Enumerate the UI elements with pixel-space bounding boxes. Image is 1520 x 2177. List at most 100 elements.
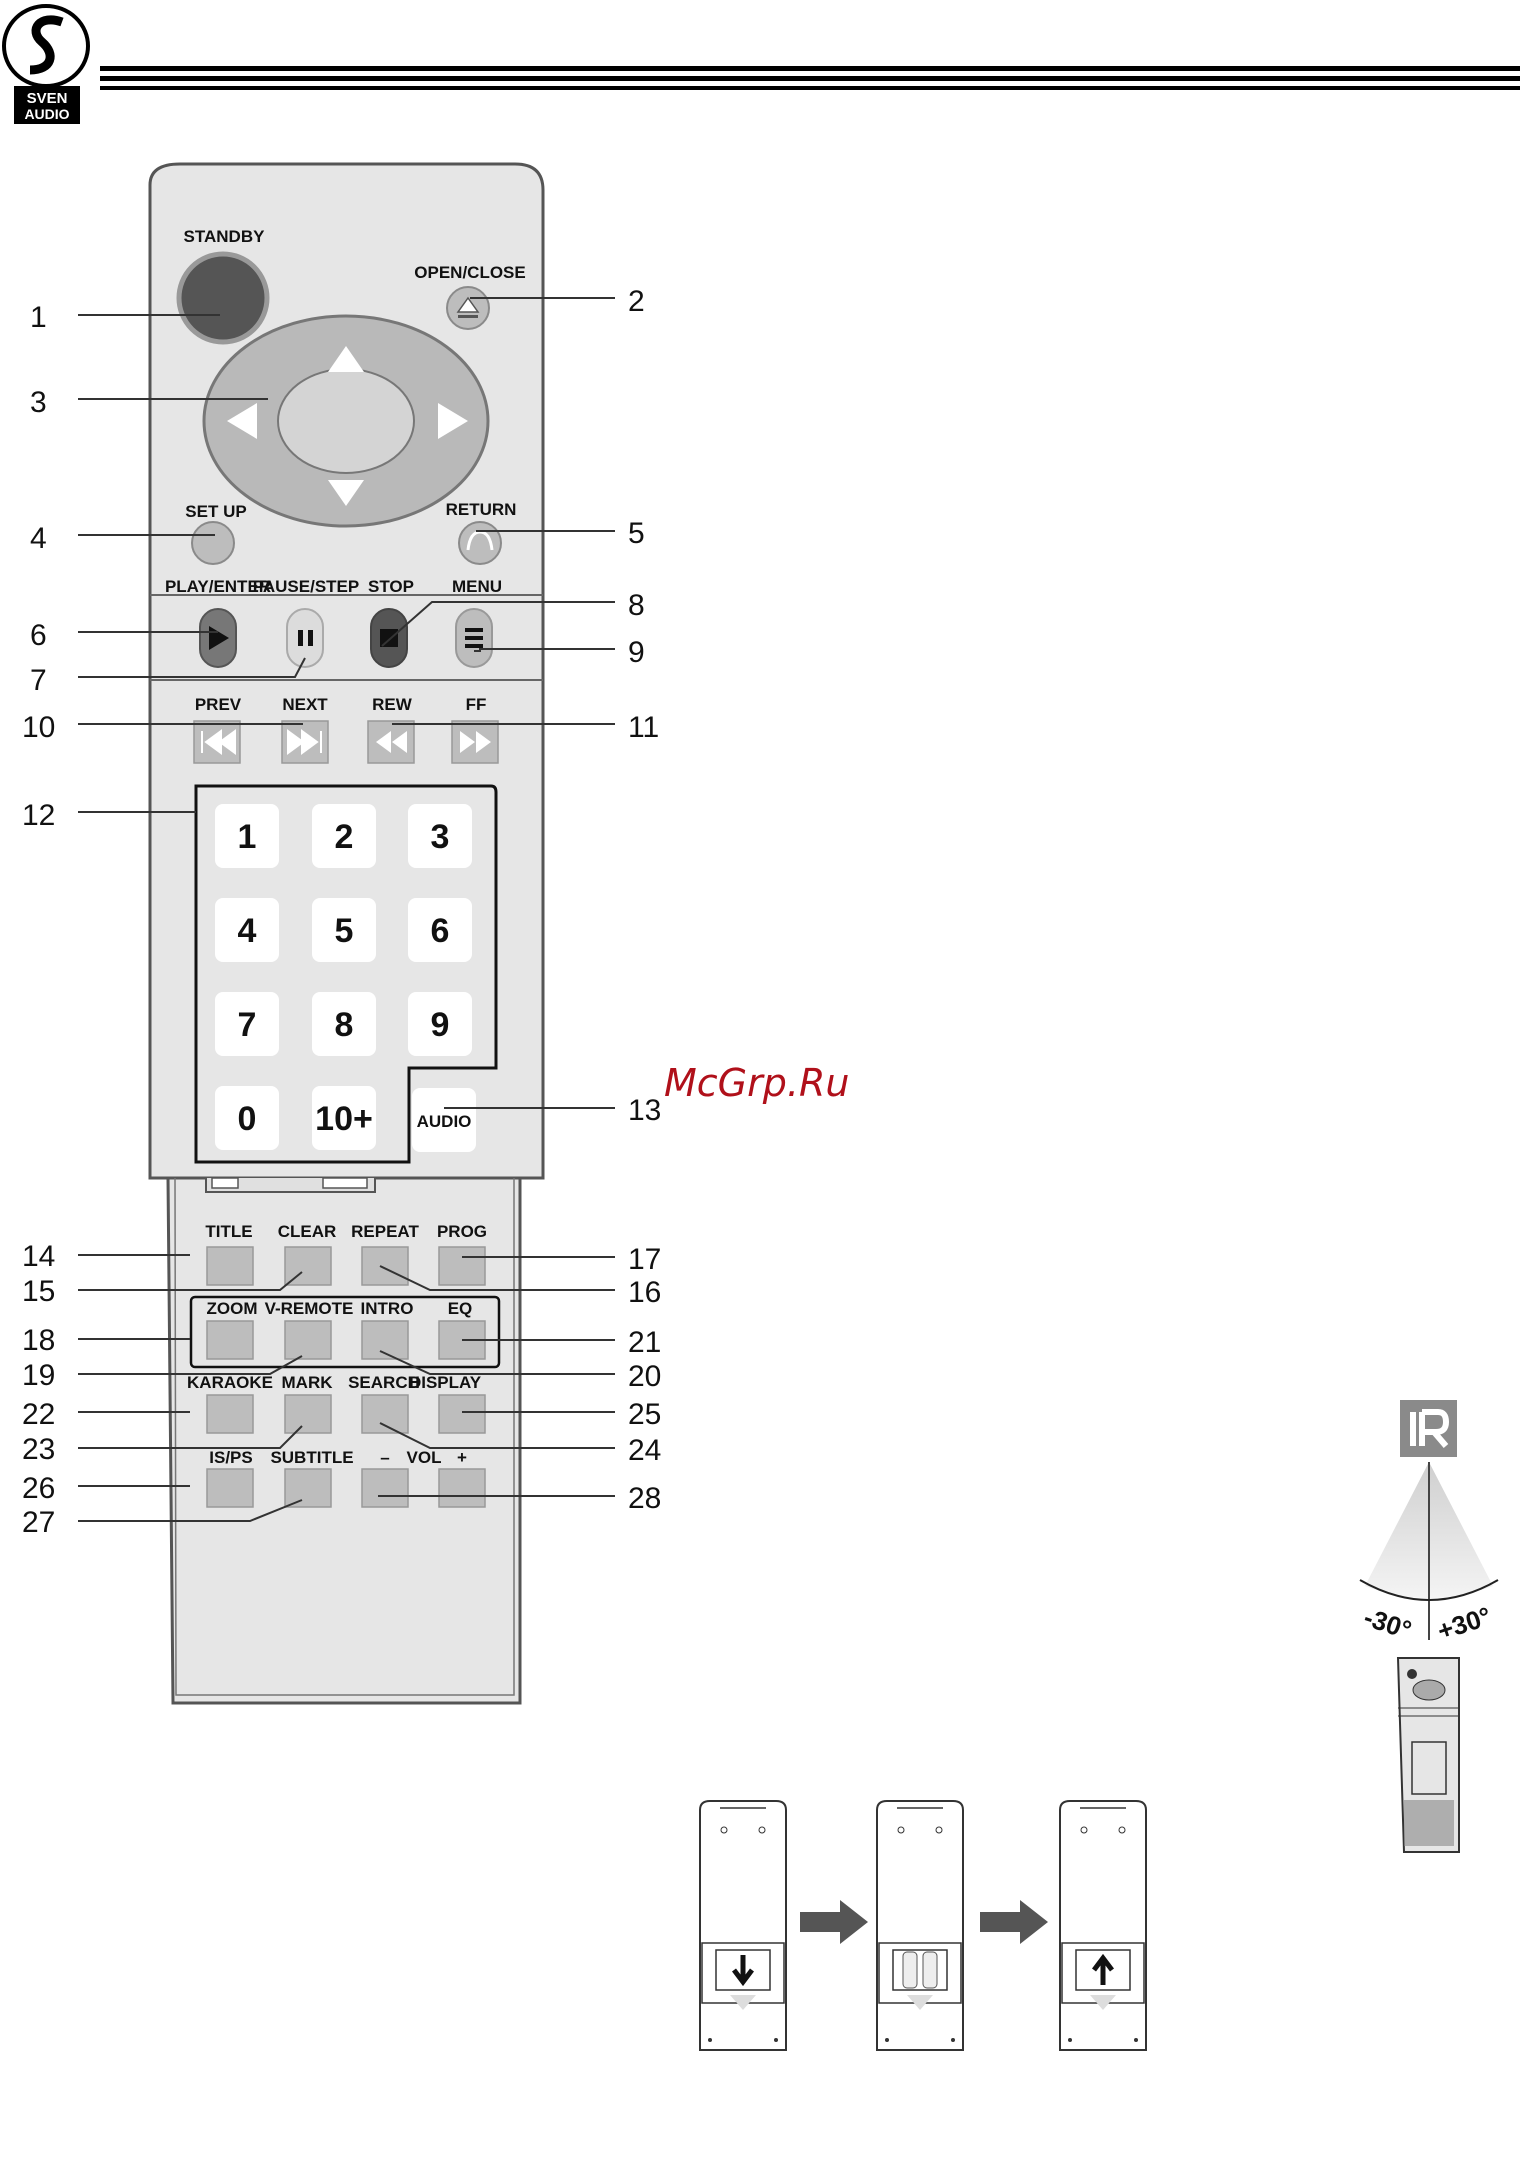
next-button[interactable] bbox=[281, 720, 329, 764]
right-arrow-button[interactable] bbox=[438, 403, 468, 439]
rew-button[interactable] bbox=[367, 720, 415, 764]
header-rule bbox=[100, 66, 1520, 90]
battery-installation-steps bbox=[699, 1800, 1147, 2051]
label-v-remote: V-REMOTE bbox=[265, 1299, 354, 1318]
digit-key-label: 8 bbox=[335, 1006, 354, 1044]
left-arrow-button[interactable] bbox=[227, 403, 257, 439]
callout-19: 19 bbox=[22, 1359, 55, 1392]
v-remote-button[interactable] bbox=[284, 1320, 332, 1360]
digit-key-label: 7 bbox=[238, 1006, 257, 1044]
watermark: McGrp.Ru bbox=[664, 1061, 849, 1105]
return-button[interactable] bbox=[458, 521, 502, 565]
pause-step-button[interactable] bbox=[286, 608, 324, 668]
callout-25: 25 bbox=[628, 1398, 661, 1431]
callout-12: 12 bbox=[22, 799, 55, 832]
skip-back-icon bbox=[201, 729, 236, 755]
standby-button[interactable] bbox=[176, 251, 270, 345]
callout-14: 14 bbox=[22, 1240, 55, 1273]
digit-key-label: 2 bbox=[335, 818, 354, 856]
callout-23: 23 bbox=[22, 1433, 55, 1466]
battery-step-3 bbox=[1059, 1800, 1147, 2051]
callout-3: 3 bbox=[30, 386, 47, 419]
callout-26: 26 bbox=[22, 1472, 55, 1505]
digit-key-9[interactable]: 0 bbox=[215, 1086, 279, 1150]
digit-key-1[interactable]: 2 bbox=[312, 804, 376, 868]
battery-icon bbox=[922, 1951, 938, 1989]
callout-8: 8 bbox=[628, 589, 645, 622]
karaoke-button[interactable] bbox=[206, 1394, 254, 1434]
search-button[interactable] bbox=[361, 1394, 409, 1434]
up-arrow-button[interactable] bbox=[328, 346, 364, 372]
is-ps-button[interactable] bbox=[206, 1468, 254, 1508]
repeat-button[interactable] bbox=[361, 1246, 409, 1286]
label-vol: VOL bbox=[407, 1448, 442, 1467]
rewind-icon bbox=[376, 731, 407, 753]
down-arrow-button[interactable] bbox=[328, 480, 364, 506]
callout-18: 18 bbox=[22, 1324, 55, 1357]
logo-text-audio: AUDIO bbox=[24, 106, 69, 122]
zoom-button[interactable] bbox=[206, 1320, 254, 1360]
label-rew: REW bbox=[372, 695, 413, 714]
subtitle-button[interactable] bbox=[284, 1468, 332, 1508]
sven-audio-logo: SVEN AUDIO bbox=[2, 4, 90, 124]
angle-plus-label: +30° bbox=[1434, 1601, 1495, 1646]
step-arrow-icon bbox=[980, 1900, 1048, 1944]
digit-key-8[interactable]: 9 bbox=[408, 992, 472, 1056]
digit-key-4[interactable]: 5 bbox=[312, 898, 376, 962]
digit-key-label: 5 bbox=[335, 912, 354, 950]
setup-button[interactable] bbox=[191, 521, 235, 565]
label-next: NEXT bbox=[282, 695, 328, 714]
label-return: RETURN bbox=[446, 500, 517, 519]
label-zoom: ZOOM bbox=[207, 1299, 258, 1318]
ir-range-diagram: -30° +30° bbox=[1359, 1400, 1499, 1853]
angle-minus-label: -30° bbox=[1360, 1602, 1415, 1645]
label-subtitle: SUBTITLE bbox=[270, 1448, 353, 1467]
title-button[interactable] bbox=[206, 1246, 254, 1286]
label-stop: STOP bbox=[368, 577, 414, 596]
digit-key-7[interactable]: 8 bbox=[312, 992, 376, 1056]
label-pause-step: PAUSE/STEP bbox=[253, 577, 359, 596]
callout-21: 21 bbox=[628, 1326, 661, 1359]
digit-key-label: 10+ bbox=[315, 1100, 373, 1138]
prev-button[interactable] bbox=[193, 720, 241, 764]
digit-key-6[interactable]: 7 bbox=[215, 992, 279, 1056]
label-eq: EQ bbox=[448, 1299, 473, 1318]
vol-plus-button[interactable] bbox=[438, 1468, 486, 1508]
display-button[interactable] bbox=[438, 1394, 486, 1434]
callout-5: 5 bbox=[628, 517, 645, 550]
open-close-button[interactable] bbox=[446, 286, 490, 330]
play-enter-button[interactable] bbox=[199, 608, 237, 668]
ff-button[interactable] bbox=[451, 720, 499, 764]
eject-icon bbox=[456, 296, 480, 313]
digit-key-2[interactable]: 3 bbox=[408, 804, 472, 868]
callout-10: 10 bbox=[22, 711, 55, 744]
audio-button[interactable]: AUDIO bbox=[412, 1088, 476, 1152]
digit-key-10[interactable]: 10+ bbox=[312, 1086, 376, 1150]
mark-button[interactable] bbox=[284, 1394, 332, 1434]
vol-minus-button[interactable] bbox=[361, 1468, 409, 1508]
label-prog: PROG bbox=[437, 1222, 487, 1241]
label-standby: STANDBY bbox=[184, 227, 266, 246]
digit-key-5[interactable]: 6 bbox=[408, 898, 472, 962]
callout-16: 16 bbox=[628, 1276, 661, 1309]
menu-button[interactable] bbox=[455, 608, 493, 668]
label-title: TITLE bbox=[205, 1222, 252, 1241]
prog-button[interactable] bbox=[438, 1246, 486, 1286]
callout-7: 7 bbox=[30, 664, 47, 697]
label-display: DISPLAY bbox=[409, 1373, 482, 1392]
label-vol-minus: – bbox=[380, 1448, 389, 1467]
digit-key-3[interactable]: 4 bbox=[215, 898, 279, 962]
digit-key-0[interactable]: 1 bbox=[215, 804, 279, 868]
stop-button[interactable] bbox=[370, 608, 408, 668]
slide-up-arrow-icon bbox=[1092, 1953, 1114, 1985]
callout-4: 4 bbox=[30, 522, 47, 555]
callout-28: 28 bbox=[628, 1482, 661, 1515]
callout-27: 27 bbox=[22, 1506, 55, 1539]
callout-22: 22 bbox=[22, 1398, 55, 1431]
callout-1: 1 bbox=[30, 301, 47, 334]
label-karaoke: KARAOKE bbox=[187, 1373, 273, 1392]
callout-15: 15 bbox=[22, 1275, 55, 1308]
small-remote-illustration bbox=[1396, 1657, 1460, 1853]
